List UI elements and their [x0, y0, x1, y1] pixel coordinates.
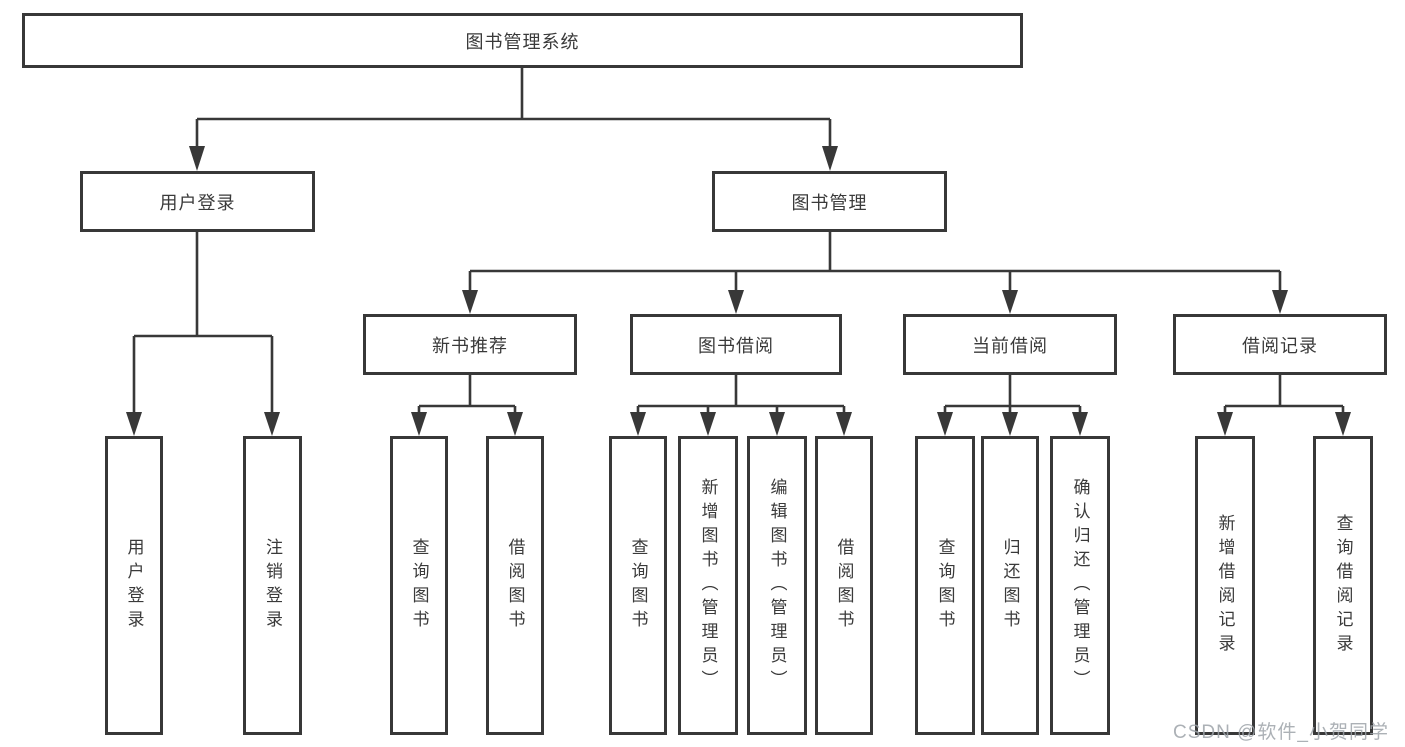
leaf-query-borrow-record: 查询借阅记录 — [1313, 436, 1373, 735]
node-label: 图书管理系统 — [465, 31, 580, 52]
node-library-system: 图书管理系统 — [22, 13, 1023, 68]
node-label: 新书推荐 — [432, 335, 508, 356]
arrow-down-icon — [728, 290, 744, 314]
node-label: 新增借阅记录 — [1215, 513, 1235, 658]
leaf-edit-book-admin: 编辑图书（管理员） — [747, 436, 807, 735]
connector-root-to-level2 — [195, 68, 832, 147]
arrow-down-icon — [1072, 412, 1088, 436]
arrow-down-icon — [264, 412, 280, 436]
connector-new-book-recommend-to-leaves — [417, 375, 517, 414]
connector-user-login-to-leaves — [132, 232, 274, 414]
arrow-down-icon — [1335, 412, 1351, 436]
leaf-logout: 注销登录 — [243, 436, 302, 735]
node-borrowing-records: 借阅记录 — [1173, 314, 1387, 375]
node-label: 编辑图书（管理员） — [767, 477, 787, 694]
connector-current-borrowing-to-leaves — [943, 375, 1082, 414]
connector-book-borrowing-to-leaves — [636, 375, 846, 414]
node-label: 查询图书 — [628, 537, 648, 634]
connector-borrowing-records-to-leaves — [1223, 375, 1345, 414]
arrow-down-icon — [189, 146, 205, 171]
node-book-management: 图书管理 — [712, 171, 947, 232]
arrow-down-icon — [700, 412, 716, 436]
arrow-down-icon — [1217, 412, 1233, 436]
node-label: 新增图书（管理员） — [698, 477, 718, 694]
node-new-book-recommend: 新书推荐 — [363, 314, 577, 375]
node-label: 借阅记录 — [1242, 335, 1318, 356]
arrow-down-icon — [1272, 290, 1288, 314]
node-label: 借阅图书 — [505, 537, 525, 634]
arrow-down-icon — [1002, 290, 1018, 314]
arrow-down-icon — [126, 412, 142, 436]
watermark: CSDN @软件_小贺同学 — [1173, 722, 1389, 743]
node-label: 注销登录 — [263, 537, 282, 634]
arrow-down-icon — [462, 290, 478, 314]
leaf-borrow-books: 借阅图书 — [815, 436, 873, 735]
node-label: 当前借阅 — [972, 335, 1048, 356]
node-label: 用户登录 — [159, 192, 236, 213]
leaf-borrow-books-recommend: 借阅图书 — [486, 436, 544, 735]
node-label: 图书借阅 — [698, 335, 774, 356]
leaf-query-books-current: 查询图书 — [915, 436, 975, 735]
arrow-down-icon — [769, 412, 785, 436]
node-user-login: 用户登录 — [80, 171, 315, 232]
node-current-borrowing: 当前借阅 — [903, 314, 1117, 375]
leaf-query-books-borrowing: 查询图书 — [609, 436, 667, 735]
node-label: 查询借阅记录 — [1333, 513, 1353, 658]
node-label: 用户登录 — [124, 537, 144, 634]
leaf-return-books: 归还图书 — [981, 436, 1039, 735]
arrow-down-icon — [836, 412, 852, 436]
leaf-user-login: 用户登录 — [105, 436, 163, 735]
arrow-down-icon — [1002, 412, 1018, 436]
leaf-query-books-recommend: 查询图书 — [390, 436, 448, 735]
leaf-add-borrow-record: 新增借阅记录 — [1195, 436, 1255, 735]
node-label: 图书管理 — [791, 192, 868, 213]
node-label: 借阅图书 — [834, 537, 854, 634]
leaf-confirm-return-admin: 确认归还（管理员） — [1050, 436, 1110, 735]
arrow-down-icon — [411, 412, 427, 436]
node-label: 确认归还（管理员） — [1070, 477, 1090, 694]
arrow-down-icon — [937, 412, 953, 436]
node-label: 归还图书 — [1000, 537, 1020, 634]
arrow-down-icon — [822, 146, 838, 171]
arrow-down-icon — [507, 412, 523, 436]
node-label: 查询图书 — [409, 537, 429, 634]
connector-book-management-to-level3 — [468, 232, 1282, 292]
node-label: 查询图书 — [935, 537, 955, 634]
leaf-add-book-admin: 新增图书（管理员） — [678, 436, 738, 735]
node-book-borrowing: 图书借阅 — [630, 314, 842, 375]
arrow-down-icon — [630, 412, 646, 436]
